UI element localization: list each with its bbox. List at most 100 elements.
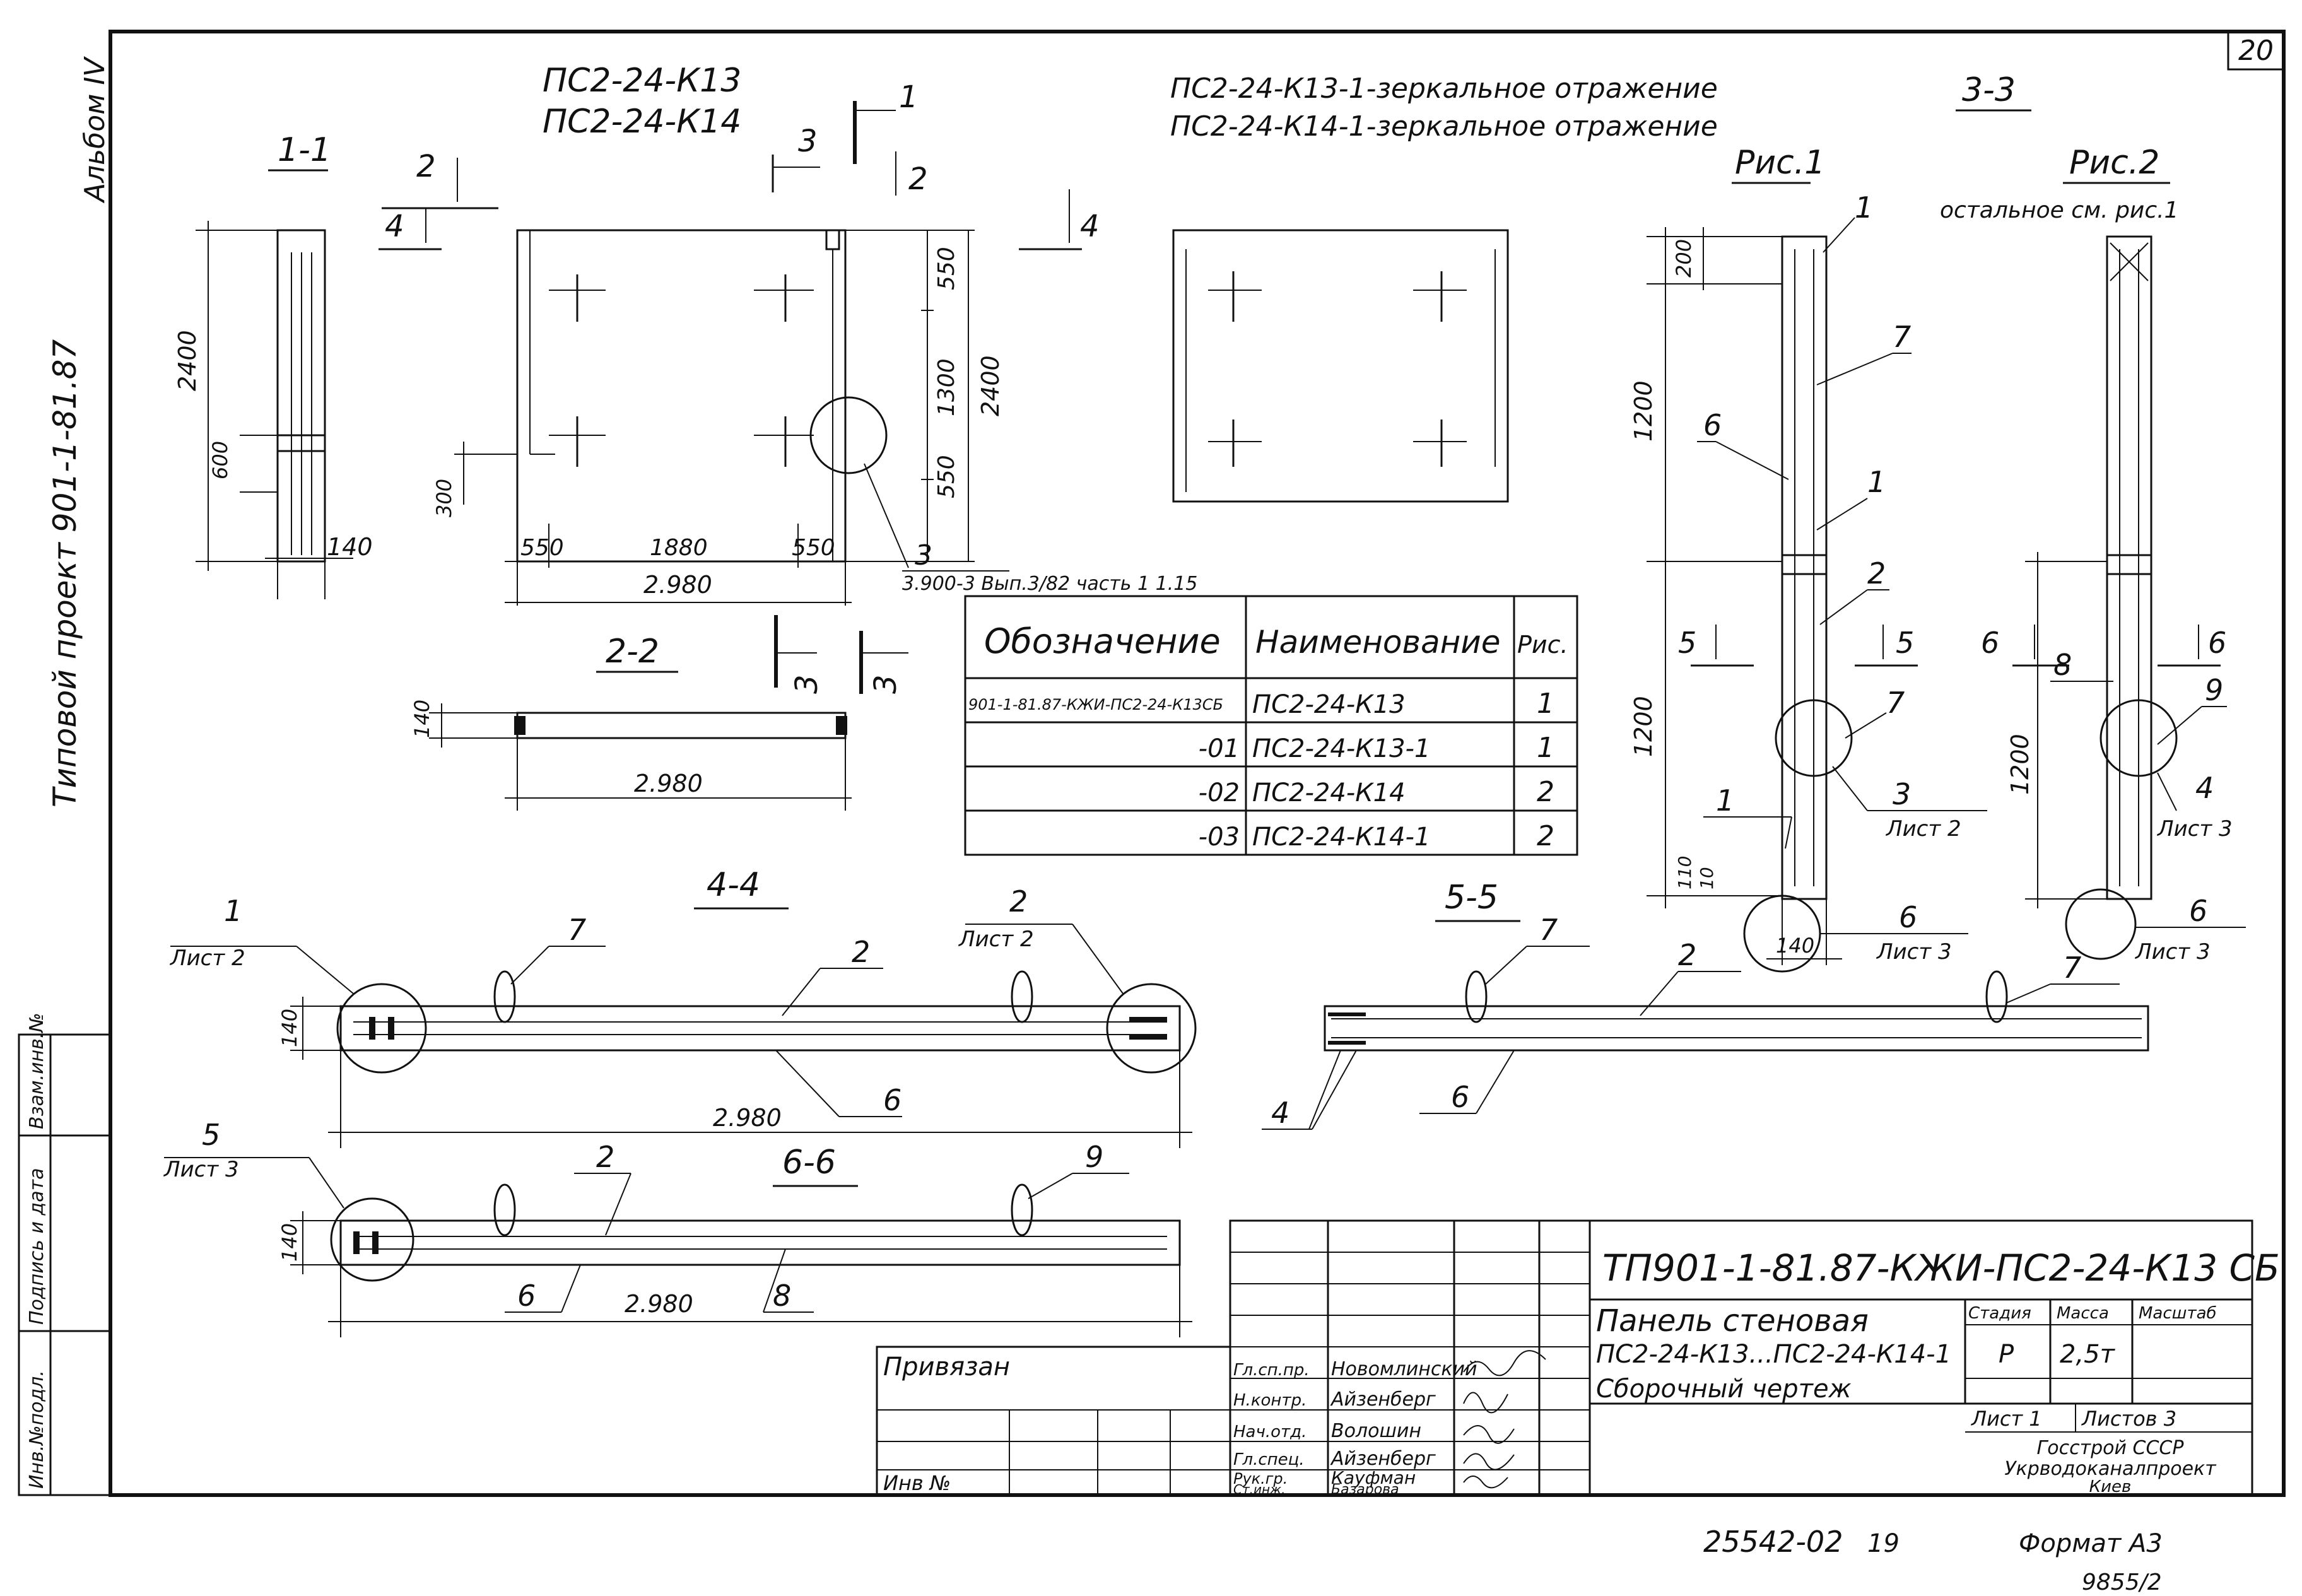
role-2: Н.контр.: [1233, 1391, 1307, 1410]
panel-title-1: ПС2-24-К13: [543, 62, 741, 100]
footer-format: Формат А3: [2019, 1529, 2163, 1558]
role-6: Ст.инж.: [1233, 1482, 1285, 1497]
fig2-cut-6-left: 6: [1981, 626, 1999, 660]
role-1: Гл.сп.пр.: [1233, 1361, 1310, 1380]
s33-sheet-ref-3: Лист 3: [1876, 939, 1952, 965]
node-3-circle: [809, 396, 888, 474]
elev-dim-550-left: 550: [520, 535, 564, 561]
title-code: ТП901-1-81.87-КЖИ-ПС2-24-К13 СБ: [1602, 1247, 2280, 1289]
spec-row-3-code: -02: [1199, 778, 1240, 807]
name-4: Айзенберг: [1330, 1448, 1436, 1470]
panel-elevation: 550 1300 550 2400 300 550 1880 550 2.980…: [379, 79, 1197, 694]
title-doc-type: Сборочный чертеж: [1596, 1375, 1852, 1404]
figure-2: Рис.2 остальное см. рис.1 1200 6 6 8 9 4…: [1940, 144, 2246, 965]
s11-dim-2400: 2400: [173, 330, 201, 391]
org-line-1: Госстрой СССР: [2037, 1437, 2185, 1459]
name-1: Новомлинский: [1331, 1358, 1477, 1380]
name-2: Айзенберг: [1330, 1388, 1436, 1411]
fig2-callout-8: 8: [2053, 648, 2072, 682]
section-2-2-title: 2-2: [606, 633, 659, 671]
section-3-3-title: 3-3: [1962, 71, 2016, 109]
fig2-callout-4: 4: [2195, 771, 2214, 805]
s33-callout-7-bot: 7: [1886, 686, 1905, 720]
node-3-label: 3: [915, 539, 932, 572]
cut-mark-2-left: 2: [416, 149, 436, 184]
org-line-3: Киев: [2089, 1477, 2132, 1496]
mirror-elevation: [1172, 229, 1509, 503]
spec-header-designation: Обозначение: [984, 621, 1221, 661]
s66-callout-2: 2: [596, 1140, 614, 1174]
elev-dim-1300: 1300: [934, 358, 960, 416]
spec-row-3-name: ПС2-24-К14: [1252, 778, 1406, 807]
stamp-vzam: Взам.инв.№: [26, 1012, 48, 1129]
s33-dim-1200-top: 1200: [1630, 380, 1657, 442]
s66-callout-9: 9: [1085, 1140, 1103, 1174]
s11-dim-600: 600: [208, 441, 232, 479]
section-6-6-title: 6-6: [782, 1144, 836, 1182]
spec-row-4-name: ПС2-24-К14-1: [1252, 823, 1430, 852]
section-5-5: 5-5 7 2 7 6 4: [1262, 879, 2149, 1130]
footer-bottom: 9855/2: [2082, 1570, 2162, 1595]
role-3: Нач.отд.: [1233, 1423, 1307, 1441]
embed-marks: [549, 274, 814, 467]
fig2-dim-1200: 1200: [2006, 734, 2034, 795]
title-name-2: ПС2-24-К13...ПС2-24-К14-1: [1596, 1340, 1951, 1369]
s44-sheet-ref-1: Лист 2: [169, 946, 245, 971]
section-4-4-title: 4-4: [707, 866, 760, 904]
project-label: Типовой проект 901-1-81.87: [47, 339, 83, 807]
fig2-callout-6-bot: 6: [2189, 894, 2207, 928]
s44-callout-1: 1: [224, 894, 242, 928]
section-6-6: 6-6 140 2.980 5 Лист 3 2 9 6 8: [163, 1118, 1192, 1337]
role-4: Гл.спец.: [1233, 1450, 1305, 1469]
stamp-inv: Инв.№подл.: [26, 1370, 48, 1489]
s44-callout-7: 7: [568, 913, 586, 947]
spec-row-1-code: 901-1-81.87-КЖИ-ПС2-24-К13СБ: [968, 696, 1223, 713]
cut-mark-3-bottom: 3: [789, 674, 825, 694]
s22-dim-2980: 2.980: [634, 770, 703, 797]
s44-dim-2980: 2.980: [713, 1104, 782, 1132]
spec-header-fig: Рис.: [1517, 631, 1568, 659]
s66-sheet-ref-3: Лист 3: [163, 1157, 239, 1182]
role-5: Рук.гр.: [1233, 1470, 1288, 1487]
elev-dim-300: 300: [432, 479, 456, 517]
s22-dim-140: 140: [410, 700, 434, 738]
spec-row-1-fig: 1: [1537, 688, 1554, 720]
fig2-callout-9: 9: [2205, 673, 2223, 707]
s33-dim-140: 140: [1776, 934, 1814, 958]
title-name-1: Панель стеновая: [1596, 1303, 1869, 1339]
spec-row-2-name: ПС2-24-К13-1: [1252, 734, 1430, 763]
spec-row-4-code: -03: [1199, 823, 1240, 852]
s33-callout-1-bot: 1: [1716, 783, 1734, 818]
footer-small: 19: [1867, 1529, 1900, 1558]
elev-dim-2980: 2.980: [643, 571, 712, 599]
spec-row-4-fig: 2: [1537, 820, 1554, 852]
panel-title-2: ПС2-24-К14: [543, 103, 741, 141]
col-header-mass: Масса: [2057, 1304, 2109, 1323]
s66-dim-2980: 2.980: [625, 1290, 693, 1318]
fig2-cut-6-right: 6: [2208, 626, 2226, 660]
spec-row-2-fig: 1: [1537, 732, 1554, 764]
cut-mark-3-top: 3: [798, 124, 818, 159]
fig2-title: Рис.2: [2069, 144, 2159, 182]
s33-callout-1-top: 1: [1855, 191, 1873, 225]
mirror-title-1: ПС2-24-К13-1-зеркальное отражение: [1170, 73, 1718, 105]
footer-number: 25542-02: [1703, 1525, 1843, 1559]
node-3-ref: 3.900-3 Вып.3/82 часть 1 1.15: [902, 573, 1197, 595]
left-stamp: Инв.№подл. Подпись и дата Взам.инв.№: [18, 1012, 112, 1496]
s44-sheet-ref-2: Лист 2: [958, 927, 1034, 952]
s33-dim-200: 200: [1672, 239, 1696, 278]
spec-row-1-name: ПС2-24-К13: [1252, 690, 1406, 719]
name-5: Кауфман: [1331, 1467, 1416, 1488]
s33-dim-110: 110: [1674, 856, 1695, 889]
s66-callout-5: 5: [202, 1118, 220, 1152]
s66-callout-8: 8: [773, 1279, 791, 1313]
section-4-4: 4-4 140 2.980 1 Лист 2 7 2 2 Лист 2: [169, 866, 1197, 1148]
s33-cut-5-left: 5: [1678, 626, 1696, 660]
section-2-2: 2-2 140 2.980: [410, 633, 852, 811]
page-number: 20: [2238, 35, 2274, 67]
elev-dim-1880: 1880: [650, 535, 708, 561]
fig2-sheet-ref-3a: Лист 3: [2156, 816, 2233, 842]
name-3: Волошин: [1331, 1420, 1421, 1442]
s33-cut-5-right: 5: [1896, 626, 1914, 660]
